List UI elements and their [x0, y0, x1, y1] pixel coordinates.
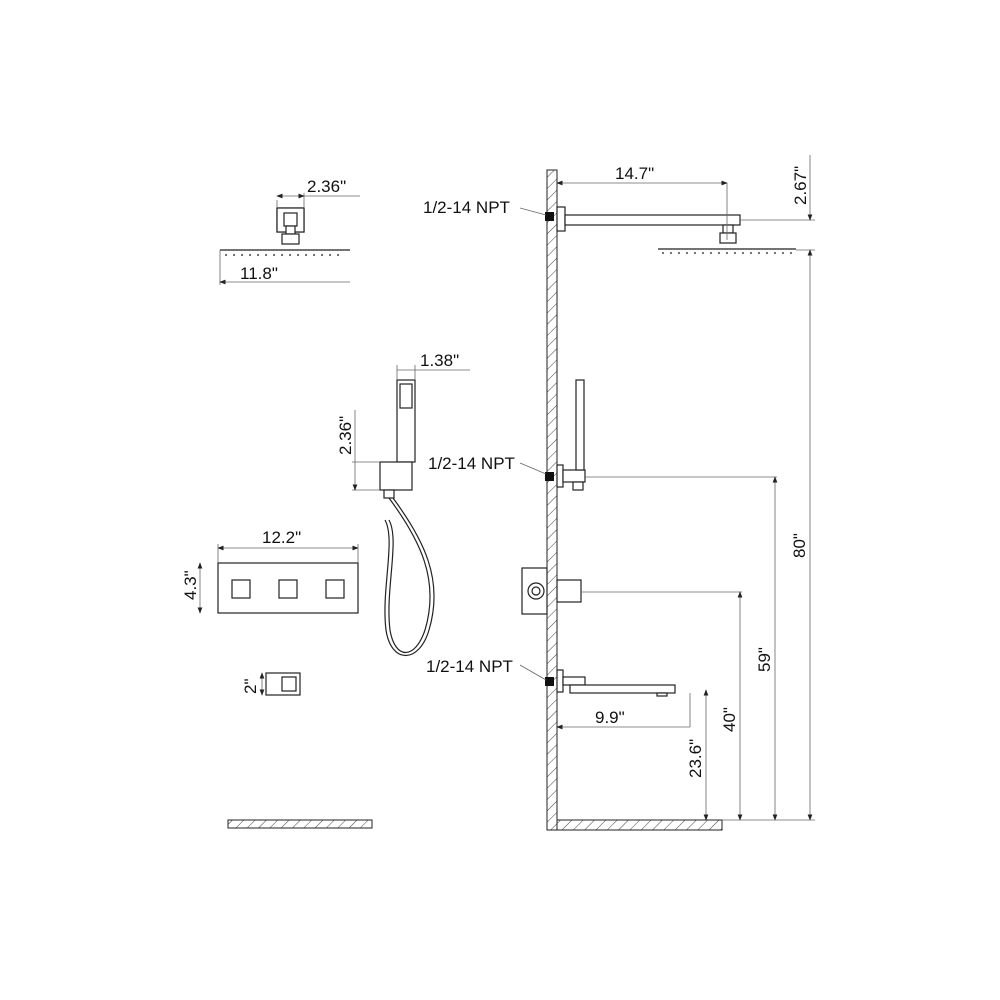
npt-fitting-middle [545, 472, 554, 481]
npt-fitting-bottom [545, 677, 554, 686]
height-dimensions: 23.6" 40" 59" 80" [581, 249, 815, 821]
handheld-width-label: 1.38" [420, 351, 459, 370]
spout-height-label: 2" [241, 679, 260, 695]
head-from-floor-label: 80" [790, 533, 809, 558]
left-floor-line [227, 819, 373, 829]
head-drop-label: 2.67" [791, 166, 810, 205]
spout-side-view: 1/2-14 NPT 9.9" [426, 657, 691, 730]
rain-head-width-label: 11.8" [240, 264, 278, 283]
spout-from-floor-label: 23.6" [686, 739, 705, 778]
valve-trim-plate: 12.2" 4.3" [181, 528, 359, 614]
handheld-from-floor-label: 59" [755, 647, 774, 672]
handheld-side-view: 1/2-14 NPT [428, 379, 586, 491]
wall-section [546, 169, 558, 831]
valve-body-side-view [521, 567, 582, 615]
spout-length-label: 9.9" [595, 708, 625, 727]
rain-shower-head-top-view: 2.36" 11.8" [219, 177, 360, 285]
rain-head-side-view: 14.7" 2.67" 1/2-14 NPT [423, 155, 815, 254]
arm-length-label: 14.7" [615, 164, 654, 183]
valve-plate-height-label: 4.3" [181, 570, 200, 600]
rain-head-neck-width-label: 2.36" [307, 177, 346, 196]
valve-from-floor-label: 40" [720, 707, 739, 732]
npt-bottom-label: 1/2-14 NPT [426, 657, 513, 676]
handheld-holder-height-label: 2.36" [336, 416, 355, 455]
handheld-shower-view: 1.38" 2.36" [336, 351, 470, 657]
npt-fitting-top [545, 212, 554, 221]
npt-middle-label: 1/2-14 NPT [428, 454, 515, 473]
tub-spout-view: 2" [241, 672, 301, 696]
valve-plate-width-label: 12.2" [262, 528, 301, 547]
floor-section [556, 819, 723, 831]
npt-top-label: 1/2-14 NPT [423, 198, 510, 217]
